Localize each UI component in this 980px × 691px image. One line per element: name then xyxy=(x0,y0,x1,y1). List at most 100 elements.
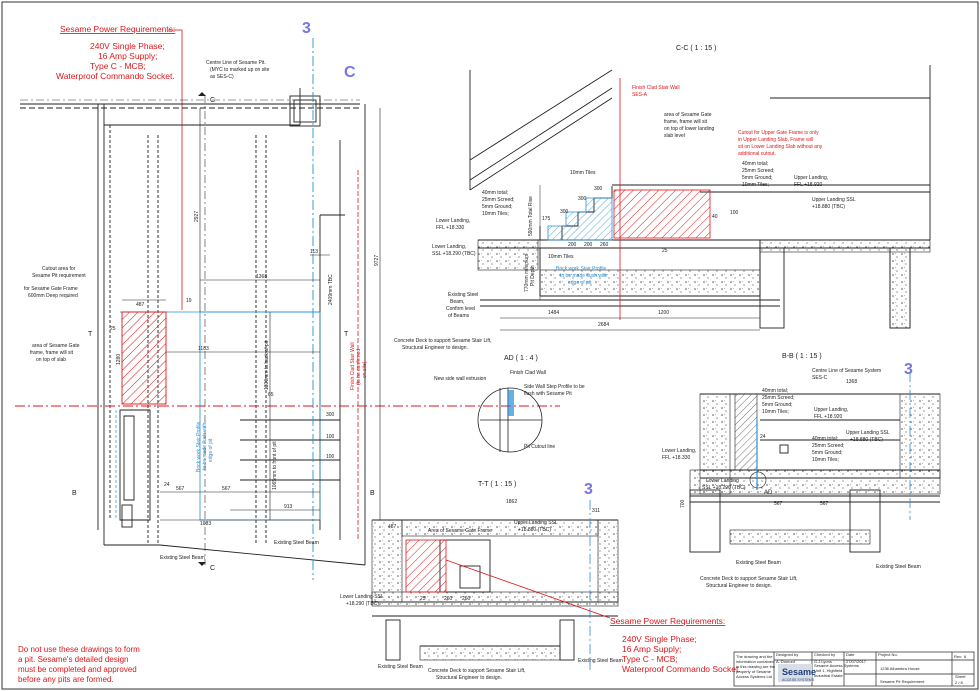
title-block-notice-3: property of Sesame xyxy=(736,669,772,674)
centre-line-note: (MYC to marked up on site xyxy=(210,67,270,73)
tt-dim-1862: 1862 xyxy=(506,499,517,505)
disclaimer: Do not use these drawings to form a pit.… xyxy=(18,645,140,684)
cc-existing-beam-2: Confirm level xyxy=(446,306,475,312)
bb-existing-beam-2: Existing Steel Beam xyxy=(876,564,921,570)
ad-title: AD ( 1 : 4 ) xyxy=(504,355,538,362)
cc-vertical-text: 590mm Total Rise 770mm minimum Pit Depth xyxy=(524,196,536,292)
cc-dims-d25: 25 xyxy=(662,248,668,254)
tt-text: 1862 487 311 Area of Sesame Gate Frame U… xyxy=(340,499,623,681)
cc-dims-d300c: 300 xyxy=(560,209,569,215)
cc-brick-profile-1: to be made flush with xyxy=(560,273,607,279)
dim: 1368 xyxy=(256,274,267,280)
cc-dim-lines xyxy=(500,185,760,331)
plan-view xyxy=(20,88,366,566)
plan-vertical-text: 2927 9727 1280 1300mm to back of pit 240… xyxy=(116,211,380,490)
cc-tiles-note: 10mm Tiles xyxy=(570,170,596,176)
cc-dims-d300b: 300 xyxy=(578,196,587,202)
tt-existing-beam-1: Existing Steel Beam xyxy=(378,664,423,670)
bb-dim-1368: 1368 xyxy=(846,379,857,385)
title-block-address-2: Industrial Estate xyxy=(814,673,843,678)
cc-build-up-left-1: 25mm Screed; xyxy=(482,197,515,203)
disclaimer-0: Do not use these drawings to form xyxy=(18,645,140,654)
power-note-top-line: Waterproof Commando Socket. xyxy=(56,71,175,81)
centre-line-note: Centre Line of Sesame Pit. xyxy=(206,60,266,66)
power-note-top-line: Type C - MCB; xyxy=(90,61,146,71)
bb-build-up-mid-3: 10mm Tiles; xyxy=(812,457,839,463)
dim: 2927 xyxy=(194,211,200,222)
title-block-rev: 6 xyxy=(964,654,967,659)
cc-build-up-left-3: 10mm Tiles; xyxy=(482,211,509,217)
cutout-note: Sesame Pit requirement xyxy=(32,273,86,279)
cc-area-frame-2: on top of lower landing xyxy=(664,126,715,132)
cutout-note: Cutout area for xyxy=(42,266,76,272)
disclaimer-2: must be completed and approved xyxy=(18,665,137,674)
cc-upper-landing-ffl-1: FFL +18.920 xyxy=(794,182,823,188)
title-block-notice-4: Access Systems Ltd xyxy=(736,674,772,679)
brick-note: Brick work Stair Profile xyxy=(196,421,202,472)
brick-note: to be made flush with xyxy=(202,423,208,470)
finish-clad-note: on site) xyxy=(362,361,368,378)
cc-dims-d1200: 1200 xyxy=(658,310,669,316)
bb-lower-landing-ffl-1: FFL +18.330 xyxy=(662,455,691,461)
dim: 487 xyxy=(136,302,145,308)
bb-build-up-top-0: 40mm total; xyxy=(762,388,788,394)
tt-red-leader xyxy=(445,559,611,619)
power-note-top-title: Sesame Power Requirements: xyxy=(60,24,175,34)
tt-concrete-deck xyxy=(419,645,561,661)
cc-build-up-left-0: 40mm total; xyxy=(482,190,508,196)
power-note-bottom-lines-0: 240V Single Phase; xyxy=(622,634,697,644)
cc-cutout-upper-0: Cutout for Upper Gate Frame is only xyxy=(738,130,819,136)
cc-brick-profile-0: Brick work Stair Profile xyxy=(556,266,607,272)
cc-upper-landing-ffl-0: Upper Landing, xyxy=(794,175,828,181)
dim: 2409mm TBC xyxy=(328,274,334,305)
brick-note: edge of pit xyxy=(208,438,214,462)
dim: 24 xyxy=(164,482,170,488)
ad-side-wall-profile-1: flush with Sesame Pit xyxy=(524,391,572,397)
cc-area-frame-3: slab level xyxy=(664,133,685,139)
tt-red-hatch xyxy=(405,539,447,593)
cc-dims-d260: 260 xyxy=(600,242,609,248)
cc-total-rise: 590mm Total Rise xyxy=(528,196,534,236)
gate-frame-note: on top of slab xyxy=(36,357,66,363)
tt-dim-311: 311 xyxy=(592,508,600,514)
bb-build-up-top-2: 5mm Ground; xyxy=(762,402,793,408)
cc-text: Finish Clad Stair Wall SES-A area of Ses… xyxy=(394,85,856,351)
cc-dims-d200a: 200 xyxy=(568,242,577,248)
tt-lower-landing-ssl-0: Lower Landing SSL xyxy=(340,594,384,600)
tt-dims-small-0: 25 xyxy=(420,596,426,602)
bb-title: B-B ( 1 : 15 ) xyxy=(782,353,822,360)
tt-concrete-deck-0: Concrete Deck to support Sesame Stair Li… xyxy=(428,668,526,674)
title-block-designed-by: A. Dumont xyxy=(776,659,796,664)
tt-concrete-left xyxy=(371,519,403,603)
bb-build-up-top-3: 10mm Tiles; xyxy=(762,409,789,415)
cc-existing-beam-3: of Beams xyxy=(448,313,470,319)
centre-line-note: as SES-C) xyxy=(210,74,234,80)
dim: 1083 xyxy=(200,521,211,527)
cc-lower-landing-ssl-0: Lower Landing, xyxy=(432,244,466,250)
dim: 1065mm to front of pit xyxy=(272,441,278,490)
bb-upper-landing-ffl-1: FFL +18.920 xyxy=(814,414,843,420)
grid-marker-3-bb: 3 xyxy=(904,361,913,378)
dim: 1300mm to back of pit xyxy=(264,340,270,390)
title-block-notice-2: in this drawing are the xyxy=(736,664,776,669)
grid-marker-3-top: 3 xyxy=(302,20,311,37)
cc-finish-wall-0: Finish Clad Stair Wall xyxy=(632,85,680,91)
bb-existing-beam-1: Existing Steel Beam xyxy=(736,560,781,566)
title-block xyxy=(733,651,975,687)
power-note-bottom-lines-3: Waterproof Commando Socket. xyxy=(622,664,741,674)
bb-lower-landing-ssl-0: Lower Landing xyxy=(706,478,739,484)
sesame-logo-sub: ACCESS SYSTEMS xyxy=(782,678,815,682)
tt-concrete-top xyxy=(401,519,599,537)
dim: 25 xyxy=(110,326,116,332)
cc-dims-d2684: 2684 xyxy=(598,322,609,328)
power-note-top: Sesame Power Requirements: 240V Single P… xyxy=(56,24,175,81)
title-block-notice-0: The drawing and the xyxy=(736,654,773,659)
gate-frame-note: area of Sesame Gate xyxy=(32,343,80,349)
dim: 100 xyxy=(326,434,335,440)
dim: 9727 xyxy=(374,255,380,266)
tt-lower-landing-ssl-1: +18.290 (TBC) xyxy=(346,601,379,607)
existing-beam-note: Existing Steel Beam xyxy=(160,555,205,561)
title-block-checked-by-label: Checked by xyxy=(814,652,835,657)
tt-concrete-bottom xyxy=(371,591,619,607)
